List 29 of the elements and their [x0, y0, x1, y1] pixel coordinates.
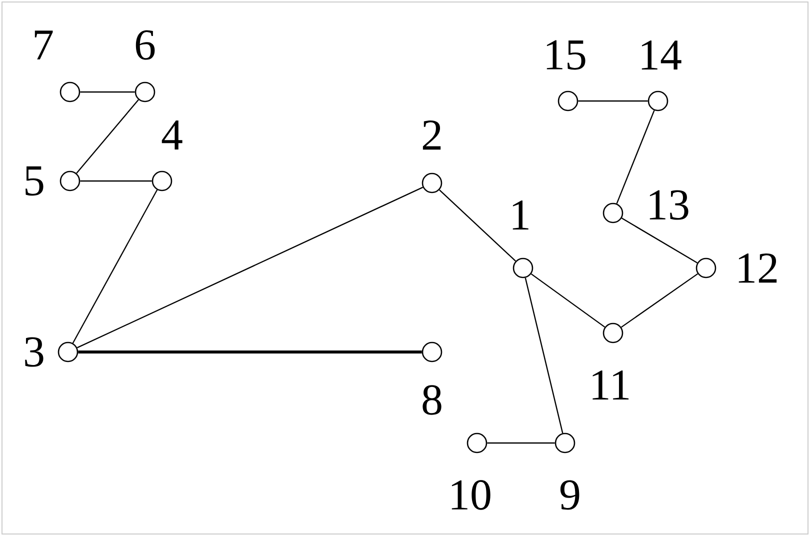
node-number: 3 [25, 337, 44, 367]
line [620, 273, 698, 328]
line [80, 180, 152, 182]
line [76, 186, 424, 348]
line [72, 190, 158, 344]
node-number: 1 [512, 200, 528, 230]
node-number: 12 [738, 253, 777, 283]
line [621, 218, 698, 264]
node-number: 15 [546, 40, 586, 70]
node-number: 8 [422, 385, 442, 415]
line [524, 278, 564, 434]
line [530, 273, 606, 328]
line [578, 100, 648, 102]
line [76, 99, 139, 174]
line [78, 350, 422, 354]
node-number: 5 [26, 166, 44, 196]
node-number: 6 [136, 30, 155, 60]
node-number: 7 [34, 30, 53, 60]
line [616, 110, 655, 204]
line [487, 442, 555, 444]
node-number: 14 [642, 40, 682, 70]
node-number: 9 [560, 480, 580, 510]
node-number: 4 [162, 120, 182, 150]
node-number: 10 [452, 480, 490, 510]
line [439, 190, 516, 262]
node-number: 13 [650, 190, 688, 220]
node-number: 2 [422, 120, 441, 150]
line [80, 91, 135, 93]
node-number: 11 [592, 370, 629, 400]
